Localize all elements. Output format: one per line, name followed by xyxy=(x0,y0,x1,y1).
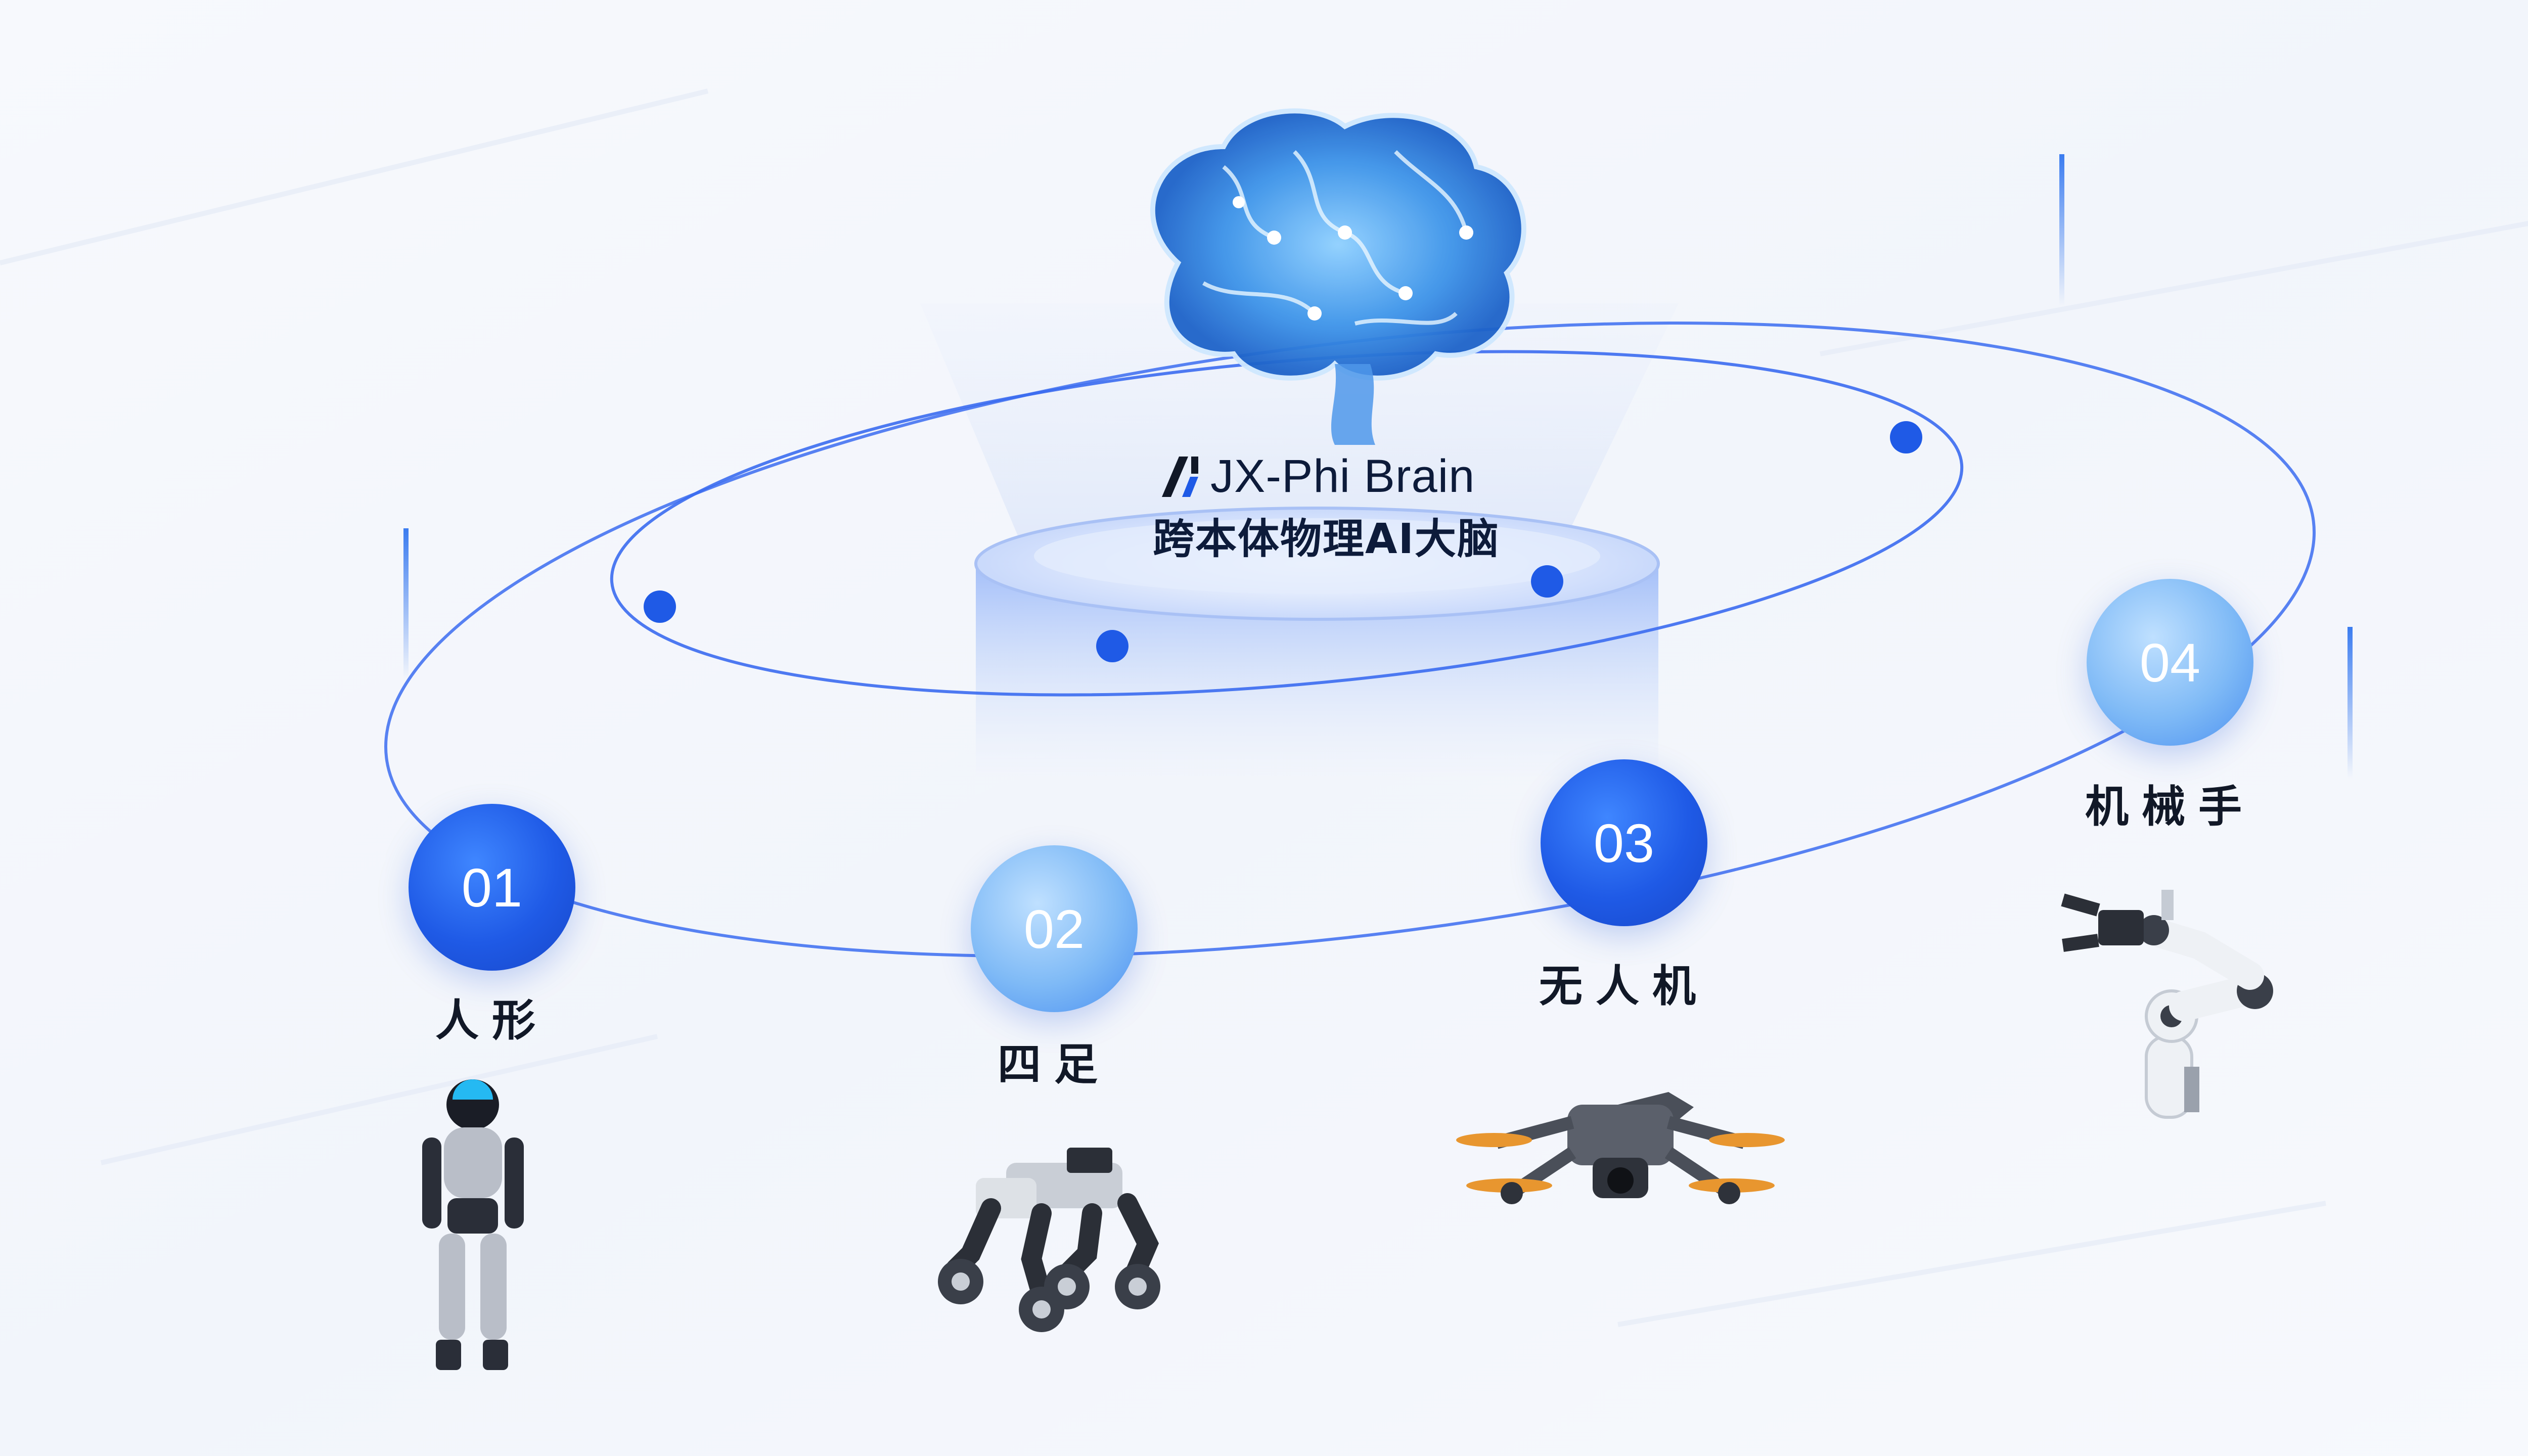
brand-logo-icon xyxy=(1162,456,1198,497)
robotic-arm-image xyxy=(2061,890,2273,1119)
projection-beam xyxy=(920,303,1679,556)
pedestal xyxy=(974,507,1660,776)
humanoid-robot-image xyxy=(422,1079,524,1370)
orbit-dot xyxy=(1531,565,1563,598)
node-label-humanoid: 人形 xyxy=(435,995,549,1046)
drone-image xyxy=(1456,1092,1785,1204)
accent-bars xyxy=(403,154,2353,779)
node-04: 04 xyxy=(2087,579,2253,746)
node-03: 03 xyxy=(1541,759,1707,926)
orbit-dots xyxy=(644,421,1922,662)
orbit-dot xyxy=(1096,630,1128,662)
node-label-robotic-arm: 机械手 xyxy=(2085,782,2255,832)
node-number: 02 xyxy=(1023,898,1085,960)
node-number: 04 xyxy=(2139,631,2201,693)
background-streaks xyxy=(0,88,2528,1327)
quadruped-robot-image xyxy=(938,1148,1160,1332)
brand-block: JX-Phi Brain 跨本体物理AI大脑 xyxy=(1153,450,1608,565)
node-01: 01 xyxy=(409,804,575,971)
orbit-dot xyxy=(644,590,676,623)
brand-subtitle: 跨本体物理AI大脑 xyxy=(1153,515,1500,563)
node-02: 02 xyxy=(971,845,1138,1012)
orbit-dot xyxy=(1890,421,1922,453)
node-label-drone: 无人机 xyxy=(1539,961,1709,1012)
node-number: 03 xyxy=(1593,812,1655,874)
brain-icon xyxy=(1150,108,1526,445)
brand-name: JX-Phi Brain xyxy=(1210,450,1475,502)
node-number: 01 xyxy=(461,856,523,918)
node-label-quadruped: 四足 xyxy=(998,1039,1111,1090)
